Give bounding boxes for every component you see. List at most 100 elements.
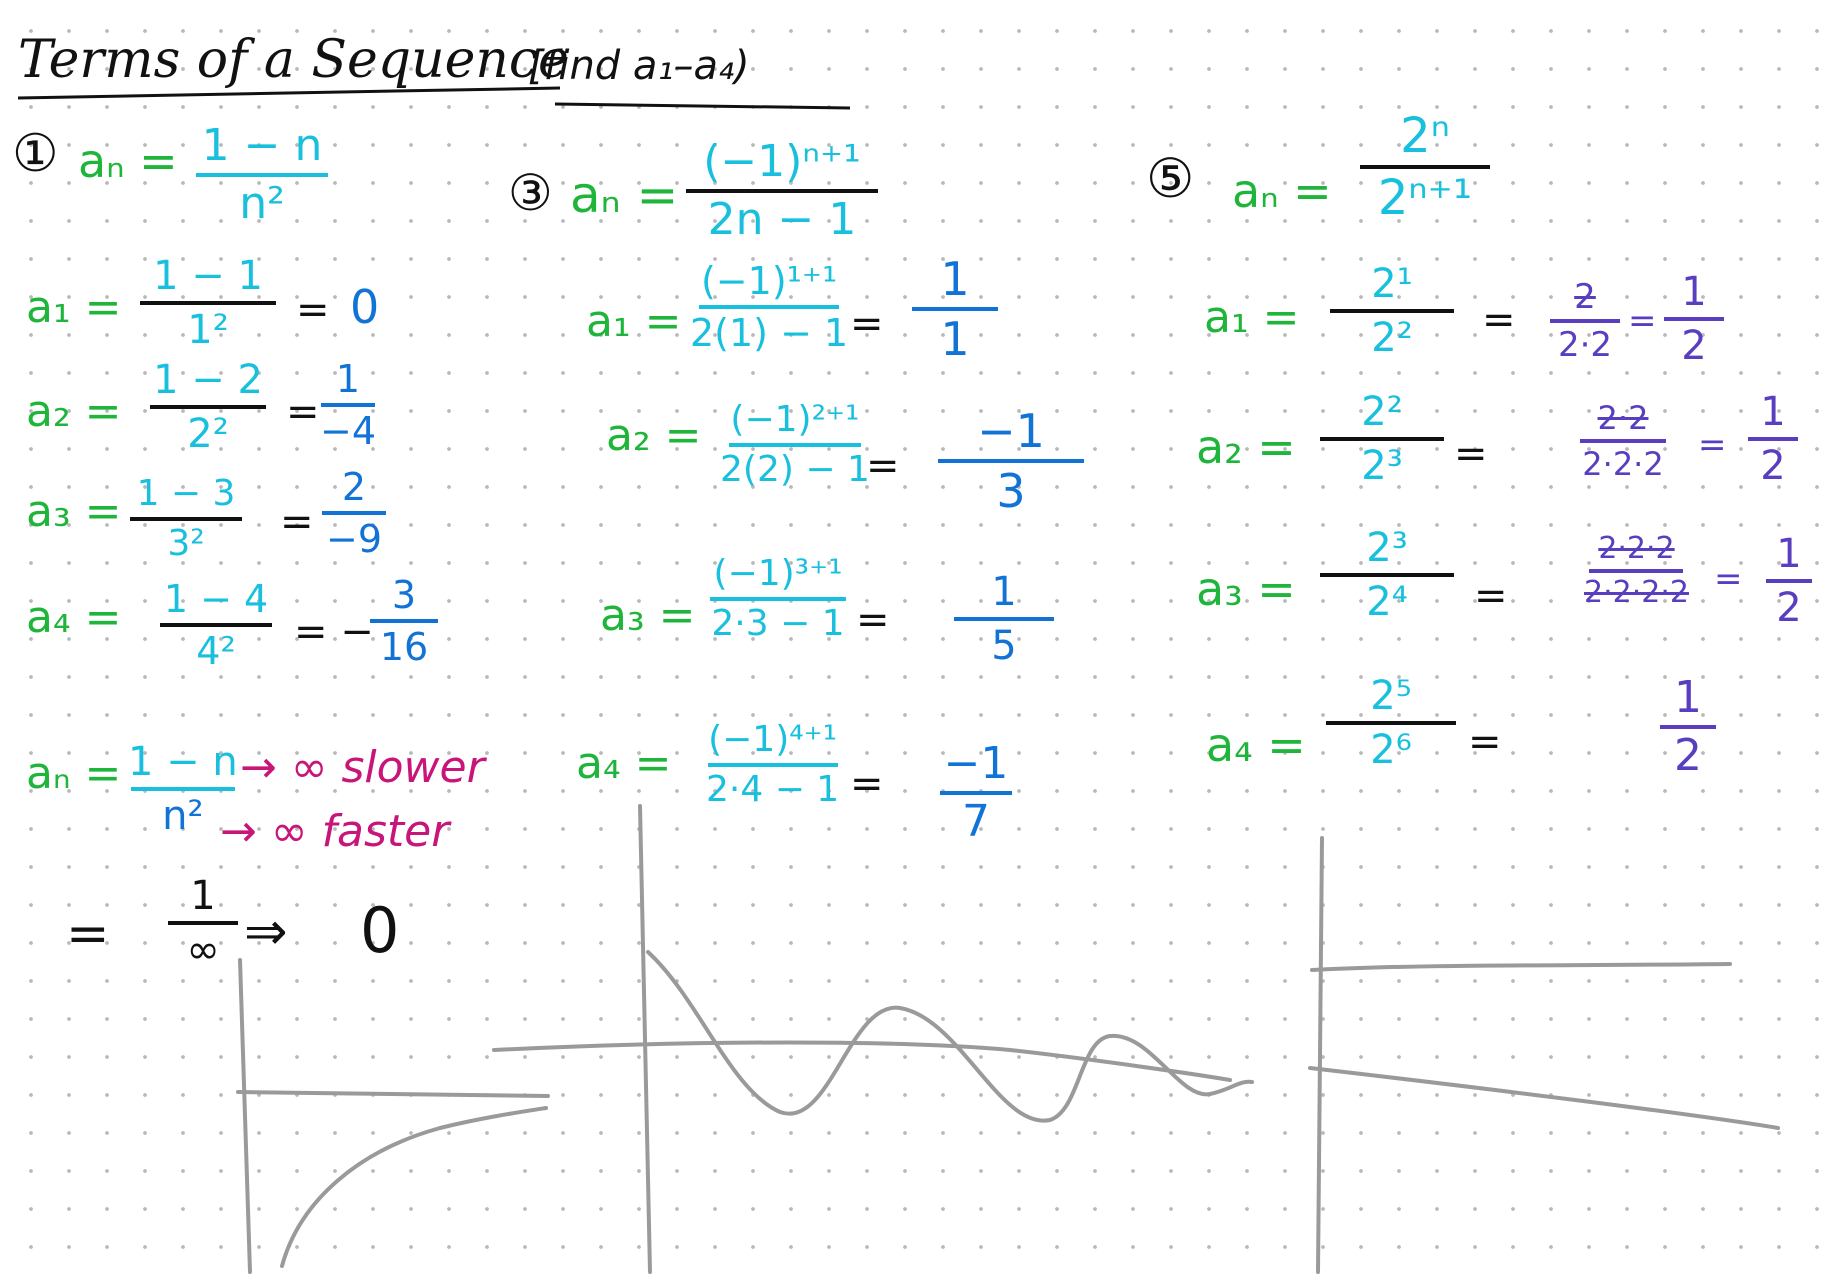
problem-1-limit-lhs: aₙ = (26, 748, 122, 799)
problem-5-term-1-den: 2² (1371, 315, 1413, 361)
problem-1-term-2-res-num: 1 (335, 357, 361, 401)
graph-1-y-axis (238, 958, 252, 1274)
problem-5-term-1-work-den: 2·2 (1557, 325, 1613, 365)
problem-5-term-2-label: a₂ = (1196, 420, 1296, 474)
problem-1-lhs: aₙ = (78, 134, 178, 188)
problem-5-term-3-expr: 2³ 2⁴ (1320, 528, 1454, 622)
problem-5-term-2-res-den: 2 (1760, 443, 1786, 489)
problem-5-formula-num: 2ⁿ (1400, 108, 1450, 164)
problem-5-lhs: aₙ = (1232, 164, 1332, 218)
problem-5-term-3-work-den: 2·2·2·2 (1584, 575, 1689, 610)
problem-5-term-4-label: a₄ = (1206, 718, 1306, 772)
graph-1-curve (280, 1106, 548, 1268)
problem-1-term-3-eq: = (280, 499, 314, 545)
problem-1-term-4-label: a₄ = (26, 592, 122, 643)
problem-1-number: ① (12, 124, 59, 184)
problem-3-term-4-num: (−1)⁴⁺¹ (708, 719, 838, 760)
problem-1-term-3-label: a₃ = (26, 486, 122, 537)
problem-1-term-3-den: 3² (167, 523, 205, 564)
problem-1-term-4-expr: 1 − 4 4² (160, 580, 272, 670)
problem-3-term-4-expr: (−1)⁴⁺¹ 2·4 − 1 (706, 722, 839, 808)
problem-5-term-1-eq: = (1482, 297, 1516, 343)
problem-5-term-4-expr: 2⁵ 2⁶ (1326, 676, 1456, 770)
problem-1-term-1-expr: 1 − 1 1² (140, 256, 276, 350)
problem-3-term-4-res-num: −1 (943, 738, 1009, 789)
problem-3-term-1-label: a₁ = (586, 296, 682, 347)
problem-3-term-4-den: 2·4 − 1 (706, 769, 840, 810)
problem-5-term-2-work-den: 2·2·2 (1582, 445, 1664, 483)
problem-3-term-1-den: 2(1) − 1 (690, 311, 849, 355)
problem-1-term-2-label: a₂ = (26, 386, 122, 437)
problem-5-term-3-den: 2⁴ (1366, 579, 1408, 625)
problem-5-term-4-eq: = (1468, 719, 1502, 765)
problem-1-formula: 1 − n n² (196, 124, 328, 226)
problem-1-conclusion-eq: = (66, 904, 110, 964)
problem-3-term-1-eq: = (850, 301, 884, 347)
problem-5-term-3-result: 1 2 (1766, 534, 1812, 628)
problem-1-limit-formula: 1 − n n² (128, 742, 238, 836)
problem-3-term-3-res-den: 5 (991, 623, 1017, 669)
problem-1-term-3-expr: 1 − 3 3² (130, 476, 242, 562)
problem-1-term-1-den: 1² (187, 307, 229, 353)
graph-3-constant-line (1310, 962, 1732, 972)
problem-5-term-3-num: 2³ (1366, 525, 1408, 571)
problem-5-term-4-res-den: 2 (1674, 730, 1702, 781)
problem-3-formula-den: 2n − 1 (707, 194, 857, 245)
graph-2-y-axis (638, 804, 652, 1274)
problem-5-term-1-expr: 2¹ 2² (1330, 264, 1454, 358)
problem-5-term-1-res-den: 2 (1681, 323, 1707, 369)
problem-1-term-4-result: 3 16 (370, 576, 438, 666)
problem-5-term-2-eq: = (1454, 431, 1488, 477)
problem-5-term-3-eq2: = (1714, 559, 1743, 599)
problem-1-conclusion-frac: 1 ∞ (168, 876, 238, 970)
problem-1-term-3-res-num: 2 (341, 465, 367, 509)
problem-5-term-3-work: 2·2·2 2·2·2·2 (1584, 534, 1689, 608)
problem-5-term-1-eq2: = (1628, 301, 1657, 341)
problem-1-formula-den: n² (239, 178, 285, 229)
problem-5-term-2-den: 2³ (1361, 443, 1403, 489)
problem-5-term-4-den: 2⁶ (1370, 727, 1412, 773)
problem-3-term-3-label: a₃ = (600, 590, 696, 641)
problem-3-term-2-den: 2(2) − 1 (720, 449, 870, 490)
problem-5-term-2-expr: 2² 2³ (1320, 392, 1444, 486)
problem-1-conclusion-den: ∞ (186, 927, 220, 973)
problem-3-term-4-label: a₄ = (576, 738, 672, 789)
problem-1-conclusion-arrow: ⇒ (244, 902, 288, 962)
problem-5-term-1-result: 1 2 (1664, 272, 1724, 366)
problem-1-term-3-num: 1 − 3 (136, 473, 236, 514)
problem-3-term-3-num: (−1)³⁺¹ (713, 553, 843, 594)
graph-2 (492, 804, 1254, 1274)
problem-5-formula-den: 2ⁿ⁺¹ (1377, 170, 1473, 226)
problem-1-term-1-num: 1 − 1 (153, 253, 263, 299)
problem-3-term-1-num: (−1)¹⁺¹ (700, 259, 838, 303)
problem-3-term-2-res-num: −1 (977, 404, 1045, 458)
problem-3-number: ③ (508, 164, 553, 222)
problem-5-term-3-eq: = (1474, 573, 1508, 619)
problem-5-term-3-res-den: 2 (1776, 585, 1802, 631)
problem-5-term-2-work: 2·2 2·2·2 (1580, 402, 1666, 480)
problem-1-limit-num: 1 − n (128, 739, 238, 785)
problem-3-term-3-den: 2·3 − 1 (711, 603, 845, 644)
problem-5-term-1-work-num: 2 (1574, 277, 1596, 317)
problem-3-term-4-res-den: 7 (962, 796, 990, 847)
problem-1-term-2-num: 1 − 2 (153, 357, 263, 403)
problem-3-term-2-result: −1 3 (938, 408, 1084, 514)
graph-3-x-axis (1308, 1066, 1780, 1130)
problem-1-term-3-result: 2 −9 (322, 468, 386, 558)
problem-5-term-2-res-num: 1 (1760, 389, 1786, 435)
problem-5-term-1-res-num: 1 (1681, 269, 1707, 315)
problem-3-term-4-result: −1 7 (940, 742, 1012, 844)
graph-2-x-axis (492, 1040, 1232, 1082)
problem-5-term-3-label: a₃ = (1196, 562, 1296, 616)
problem-3-term-2-res-den: 3 (996, 464, 1026, 518)
problem-1-term-2-den: 2² (187, 411, 229, 457)
problem-1-term-2-expr: 1 − 2 2² (150, 360, 266, 454)
problem-5-term-2-work-num: 2·2 (1597, 399, 1649, 437)
problem-3-term-1-result: 1 1 (912, 256, 998, 362)
problem-5-formula: 2ⁿ 2ⁿ⁺¹ (1360, 112, 1490, 222)
problem-3-term-3-expr: (−1)³⁺¹ 2·3 − 1 (710, 556, 846, 642)
problem-3-formula-num: (−1)ⁿ⁺¹ (703, 136, 861, 187)
problem-5-term-3-work-num: 2·2·2 (1598, 531, 1675, 566)
problem-5-term-1-num: 2¹ (1371, 261, 1413, 307)
